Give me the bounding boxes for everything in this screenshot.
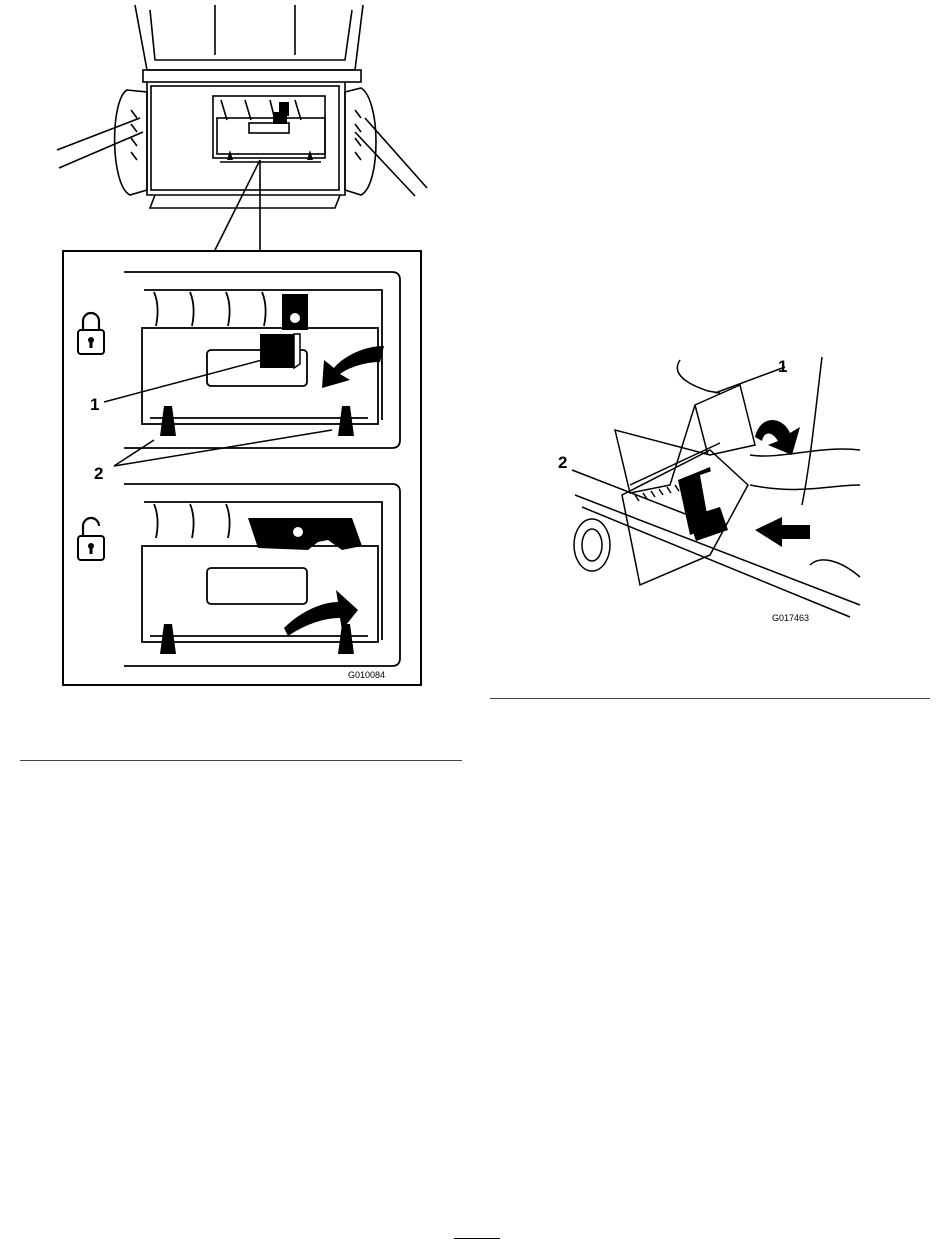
callout-1-right: 1 bbox=[778, 357, 787, 377]
mower-rear-overview-illustration bbox=[55, 0, 435, 250]
callout-2-left: 2 bbox=[94, 464, 103, 484]
locked-padlock-icon bbox=[76, 310, 106, 356]
unlocked-padlock-icon bbox=[76, 514, 110, 562]
bag-removal-illustration bbox=[560, 355, 870, 620]
page-number bbox=[454, 1238, 500, 1239]
figure-id-left: G010084 bbox=[348, 670, 385, 680]
figure-id-right: G017463 bbox=[772, 613, 809, 623]
callout-2-right: 2 bbox=[558, 453, 567, 473]
latch-detail-inset bbox=[62, 250, 422, 686]
section-divider-right bbox=[490, 698, 930, 699]
section-divider-left bbox=[20, 760, 462, 761]
callout-1-left: 1 bbox=[90, 395, 99, 415]
